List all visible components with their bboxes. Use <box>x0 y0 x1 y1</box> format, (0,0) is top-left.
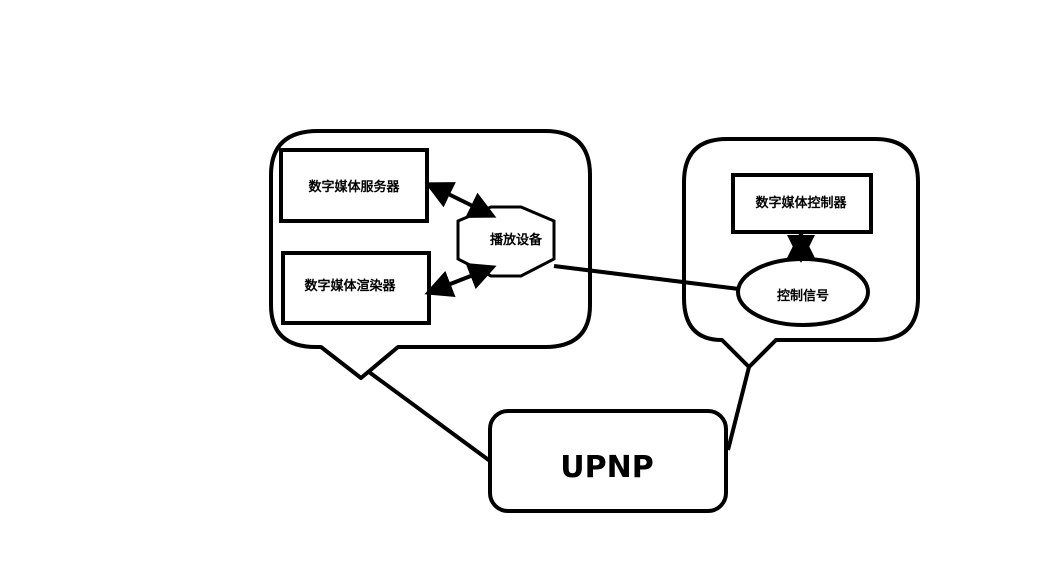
renderer-player-arrow <box>424 263 497 297</box>
upnp-label: UPNP <box>560 450 653 485</box>
left-group-bubble <box>269 129 592 380</box>
player-device-node: 播放设备 <box>456 205 556 278</box>
media-server-node: 数字媒体服务器 <box>279 148 429 223</box>
media-controller-label: 数字媒体控制器 <box>755 195 847 211</box>
media-renderer-node: 数字媒体渲染器 <box>281 251 431 325</box>
upnp-node: UPNP <box>488 409 728 513</box>
right-tail-connector <box>726 366 751 451</box>
media-controller-node: 数字媒体控制器 <box>731 173 873 234</box>
player-device-label: 播放设备 <box>490 232 543 248</box>
right-group-bubble <box>682 137 920 369</box>
server-player-arrow <box>424 182 497 218</box>
media-server-label: 数字媒体服务器 <box>308 179 400 195</box>
player-signal-connector <box>553 264 740 291</box>
control-signal-label: 控制信号 <box>777 288 829 304</box>
control-signal-node: 控制信号 <box>736 257 870 327</box>
media-renderer-label: 数字媒体渲染器 <box>304 278 396 294</box>
left-tail-connector <box>367 370 492 463</box>
